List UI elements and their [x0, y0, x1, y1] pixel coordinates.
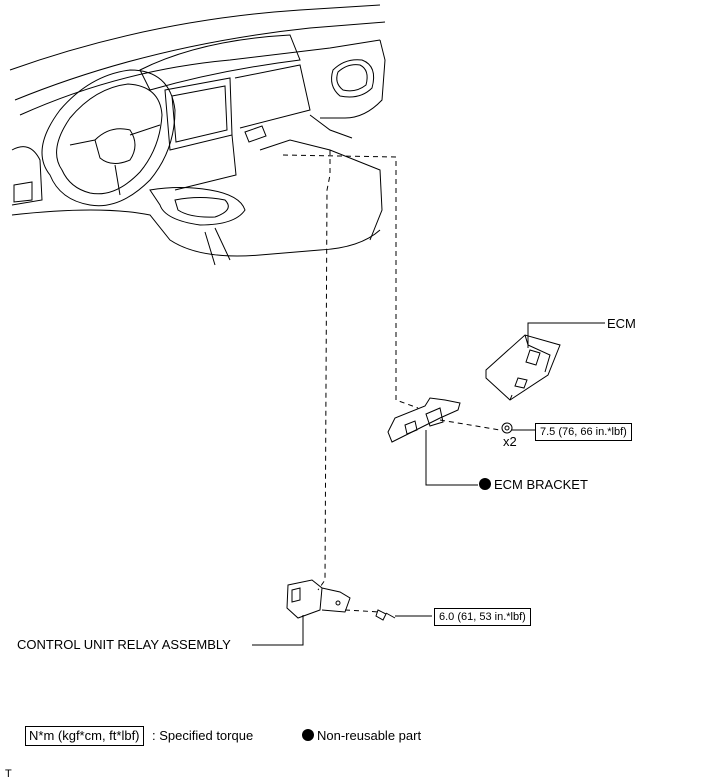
relay-leader-line: [252, 615, 304, 646]
ecm-label: ECM: [607, 316, 636, 331]
nut-part: [501, 422, 513, 434]
legend-torque-description: : Specified torque: [152, 728, 254, 743]
relay-label: CONTROL UNIT RELAY ASSEMBLY: [17, 637, 231, 652]
legend-nonreusable-text: Non-reusable part: [317, 728, 422, 743]
ecm-bracket-leader-line: [425, 430, 478, 486]
legend-dot-icon: [302, 729, 314, 741]
nut-quantity: x2: [503, 434, 517, 449]
ecm-bracket-label: ECM BRACKET: [479, 477, 588, 493]
ecm-part: [485, 334, 561, 401]
ecm-bracket-part: [387, 397, 461, 443]
dashboard-illustration: [9, 4, 386, 266]
non-reusable-dot-icon: [479, 478, 491, 490]
ecm-bracket-text: ECM BRACKET: [494, 477, 588, 492]
ecm-leader-line: [527, 322, 605, 348]
nut-torque-box: 7.5 (76, 66 in.*lbf): [535, 423, 632, 441]
dashed-guide-lines: [282, 150, 501, 613]
legend-nonreusable: Non-reusable part: [302, 728, 421, 744]
corner-mark: T: [5, 768, 12, 780]
relay-part: [286, 579, 351, 619]
bolt-part: [375, 609, 396, 621]
bolt-torque-box: 6.0 (61, 53 in.*lbf): [434, 608, 531, 626]
legend-torque-box: N*m (kgf*cm, ft*lbf): [25, 726, 144, 746]
